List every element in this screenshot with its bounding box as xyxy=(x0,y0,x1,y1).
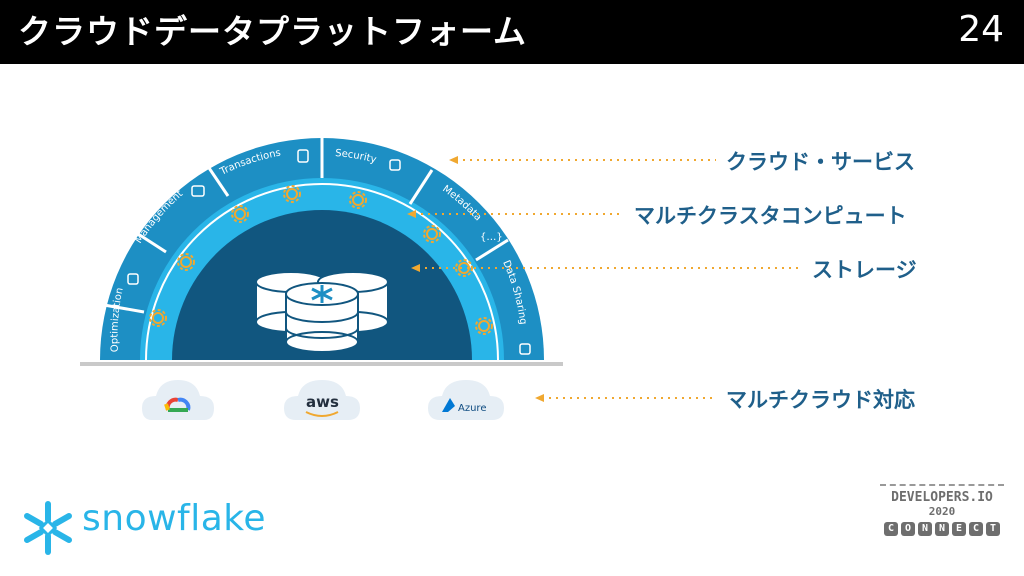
label-storage: ストレージ xyxy=(812,258,917,282)
event-name: DEVELOPERS.IO xyxy=(891,490,993,505)
event-connect: C O N N E C T xyxy=(878,522,1006,536)
database-stack xyxy=(255,271,389,353)
slide-title: クラウドデータプラットフォーム xyxy=(18,12,528,51)
header-bar: クラウドデータプラットフォーム 24 xyxy=(0,0,1024,64)
aws-logo-text: aws xyxy=(306,393,339,411)
cloud-providers: aws Azure xyxy=(142,380,504,420)
transactions-icon xyxy=(297,149,309,163)
segment-icons: {…} xyxy=(127,149,531,355)
connect-letter: C xyxy=(884,522,898,536)
connect-letter: T xyxy=(986,522,1000,536)
label-cloud-services: クラウド・サービス xyxy=(726,150,915,174)
snowflake-logo-icon xyxy=(24,501,72,555)
optimization-icon xyxy=(127,273,139,285)
data-sharing-icon xyxy=(519,343,531,355)
google-cloud-icon xyxy=(164,397,191,412)
connect-letter: E xyxy=(952,522,966,536)
logo-divider xyxy=(880,484,1004,486)
developers-io-connect-logo: DEVELOPERS.IO 2020 C O N N E C T xyxy=(878,484,1006,536)
connect-letter: C xyxy=(969,522,983,536)
arrow-heads xyxy=(407,156,544,402)
connect-letter: N xyxy=(935,522,949,536)
aws-smile-icon xyxy=(305,411,339,417)
google-cloud-badge xyxy=(142,380,214,420)
azure-badge: Azure xyxy=(428,380,504,420)
metadata-icon: {…} xyxy=(480,232,503,243)
base-line xyxy=(80,362,563,366)
connect-letter: O xyxy=(901,522,915,536)
connect-letter: N xyxy=(918,522,932,536)
page-number: 24 xyxy=(958,9,1004,50)
aws-badge: aws xyxy=(284,380,360,420)
segment-dividers xyxy=(103,138,509,314)
management-icon xyxy=(191,185,205,197)
lock-icon xyxy=(389,159,401,171)
label-multicloud: マルチクラウド対応 xyxy=(726,388,915,412)
snowflake-icon xyxy=(311,285,333,303)
architecture-diagram: Optimization Management Transactions Sec… xyxy=(80,138,798,420)
event-year: 2020 xyxy=(928,505,956,518)
azure-icon xyxy=(442,398,455,412)
compute-ring-border xyxy=(145,183,499,361)
azure-logo-text: Azure xyxy=(458,403,486,414)
snowflake-wordmark: snowflake xyxy=(82,498,266,539)
pointer-arrows xyxy=(414,159,798,399)
label-multi-cluster-compute: マルチクラスタコンピュート xyxy=(634,204,907,228)
